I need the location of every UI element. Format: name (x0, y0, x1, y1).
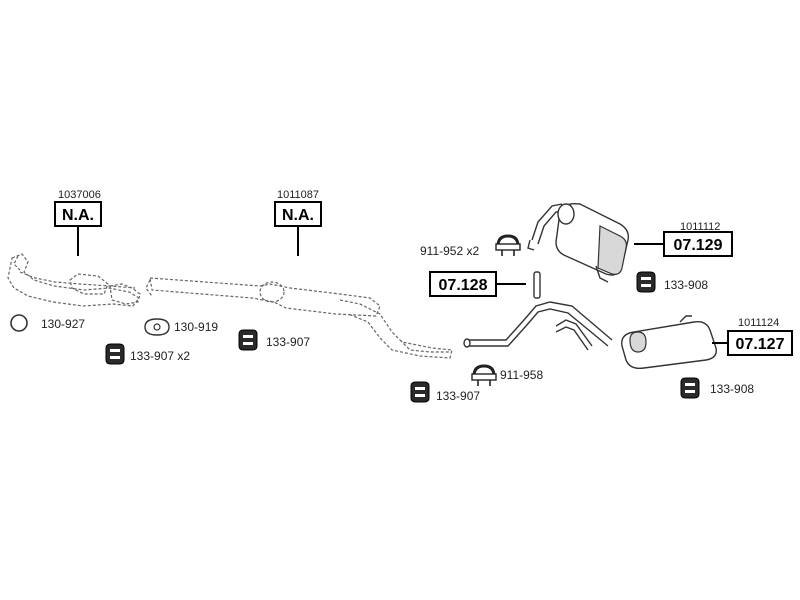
hanger-rear-lower-part-number: 133-908 (710, 382, 754, 396)
rear-lower-silencer-drawing (463, 301, 717, 370)
middle-part-code: 1011087 (277, 189, 319, 201)
pipe-clamp-icon (471, 364, 497, 386)
hanger-center-part-number: 133-907 (436, 389, 480, 403)
rear-lower-silencer-section: 1011124 07.127 (463, 301, 793, 370)
rear-upper-box-label: 07.129 (674, 237, 723, 254)
rear-lower-part-code: 1011124 (738, 317, 779, 329)
pipe-connector-box (429, 271, 497, 297)
ring-part: 130-927 (10, 314, 85, 332)
front-part-code: 1037006 (58, 189, 101, 201)
front-pipe-drawing (7, 253, 141, 307)
clamp-lower-part: 911-958 (471, 364, 543, 386)
ring-icon (10, 314, 28, 332)
rear-upper-silencer-drawing (527, 202, 630, 283)
middle-pipe-drawing (145, 277, 453, 359)
middle-na-label: N.A. (282, 207, 314, 224)
pipe-clamp-icon (495, 234, 521, 256)
hanger-rear-upper-part-number: 133-908 (664, 278, 708, 292)
rubber-hanger-icon (680, 377, 700, 399)
pipe-connector-box-label: 07.128 (439, 277, 488, 294)
pipe-connector-section: 07.128 (429, 271, 541, 299)
hanger-front-part-number: 133-907 x2 (130, 349, 190, 363)
pipe-connector-drawing (533, 271, 541, 299)
rear-upper-box (663, 231, 733, 257)
hanger-middle-part-number: 133-907 (266, 335, 310, 349)
front-pipe-section: 1037006 N.A. (7, 189, 141, 307)
rear-lower-box (727, 330, 793, 356)
clamp-lower-part-number: 911-958 (500, 368, 543, 382)
flange-gasket-part-number: 130-919 (174, 320, 218, 334)
clamp-upper-part: 911-952 x2 (420, 234, 521, 258)
rear-upper-part-code: 1011112 (680, 221, 720, 233)
clamp-upper-part-number: 911-952 x2 (420, 244, 479, 258)
hanger-rear-lower-part: 133-908 (680, 377, 754, 399)
hanger-middle-part: 133-907 (238, 329, 310, 351)
rubber-hanger-icon (238, 329, 258, 351)
middle-pipe-section: 1011087 N.A. (145, 189, 453, 359)
rubber-hanger-icon (410, 381, 430, 403)
rear-lower-box-label: 07.127 (736, 336, 785, 353)
hanger-front-part: 133-907 x2 (105, 343, 190, 365)
rear-upper-silencer-section: 1011112 07.129 (527, 202, 733, 283)
rubber-hanger-icon (636, 271, 656, 293)
front-na-label: N.A. (62, 207, 94, 224)
flange-gasket-part: 130-919 (144, 318, 218, 336)
hanger-rear-upper-part: 133-908 (636, 271, 708, 293)
hanger-center-part: 133-907 (410, 381, 480, 403)
rubber-hanger-icon (105, 343, 125, 365)
ring-part-number: 130-927 (41, 317, 85, 331)
